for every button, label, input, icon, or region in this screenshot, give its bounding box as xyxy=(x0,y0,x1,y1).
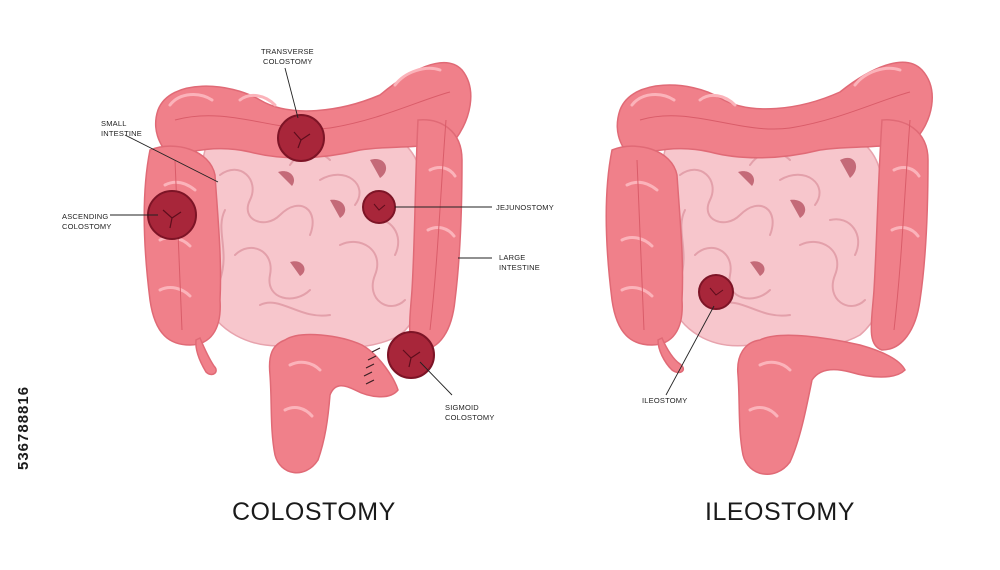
label-ascending-1: ASCENDING xyxy=(62,212,108,221)
label-small-2: INTESTINE xyxy=(101,129,142,138)
label-ascending-2: COLOSTOMY xyxy=(62,222,112,231)
label-small-1: SMALL xyxy=(101,119,127,128)
suture-marks xyxy=(363,347,381,385)
stock-id: 536788816 xyxy=(15,386,32,470)
label-transverse-2: COLOSTOMY xyxy=(263,57,313,66)
large-intestine xyxy=(143,61,472,474)
label-jejunostomy: JEJUNOSTOMY xyxy=(496,203,554,212)
stoma-jejunostomy xyxy=(362,190,396,224)
taenia-lines xyxy=(174,91,451,331)
colostomy-leader-lines xyxy=(110,67,492,396)
label-ileostomy: ILEOSTOMY xyxy=(642,396,687,405)
stoma-sigmoid xyxy=(387,331,435,379)
large-intestine-ileo xyxy=(605,61,933,475)
colostomy-diagram: TRANSVERSE COLOSTOMY SMALL INTESTINE ASC… xyxy=(62,47,554,526)
small-intestine-ileo xyxy=(657,124,892,350)
stoma-ileostomy xyxy=(698,274,734,310)
colostomy-title: COLOSTOMY xyxy=(232,498,396,526)
label-sigmoid-1: SIGMOID xyxy=(445,403,479,412)
stoma-transverse xyxy=(277,114,325,162)
label-large-2: INTESTINE xyxy=(499,263,540,272)
ileostomy-diagram: ILEOSTOMY ILEOSTOMY xyxy=(605,61,933,526)
ileostomy-leader-line xyxy=(665,305,715,396)
ileostomy-title: ILEOSTOMY xyxy=(705,498,855,526)
taenia-lines-ileo xyxy=(636,91,911,331)
label-transverse-1: TRANSVERSE xyxy=(261,47,314,56)
label-sigmoid-2: COLOSTOMY xyxy=(445,413,495,422)
haustra-highlights-ileo xyxy=(620,66,921,418)
label-large-1: LARGE xyxy=(499,253,525,262)
